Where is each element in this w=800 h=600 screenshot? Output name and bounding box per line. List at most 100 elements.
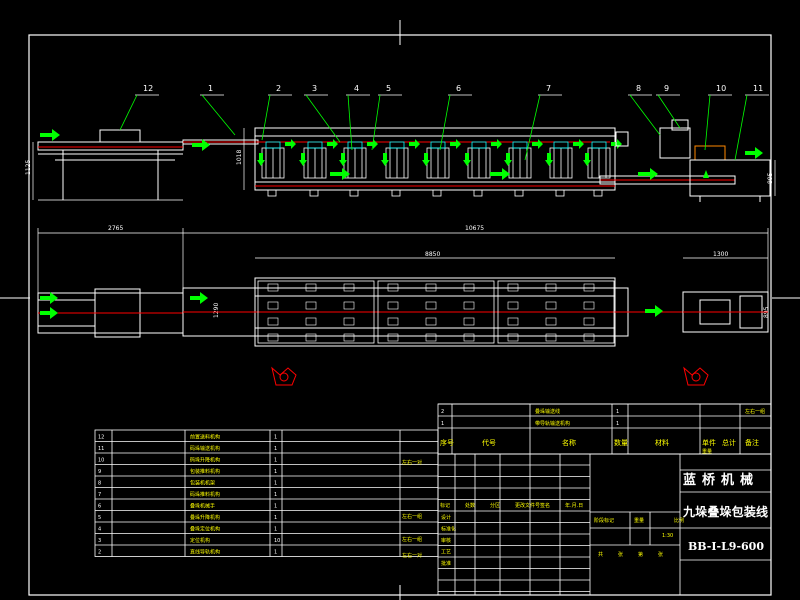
bom-row-name: 码垛推料机构 <box>190 491 220 498</box>
plan-gripper <box>545 283 557 292</box>
plan-gripper <box>343 333 355 342</box>
title-mark-label: 签名 <box>540 502 550 509</box>
balloon-label: 5 <box>386 84 391 93</box>
bom-header-cell: 备注 <box>745 438 759 447</box>
title-mark-label: 标记 <box>440 502 450 509</box>
plan-gripper <box>583 333 595 342</box>
plan-gripper <box>425 317 437 326</box>
plan-gripper <box>463 333 475 342</box>
bom-frame <box>94 429 439 557</box>
balloon-label: 4 <box>354 84 359 93</box>
flow-arrow <box>491 139 502 149</box>
bom-upper-qty: 1 <box>616 421 619 427</box>
part-balloon: 6 <box>439 84 472 151</box>
plan-gripper <box>583 283 595 292</box>
bom-row-qty: 1 <box>274 469 277 475</box>
plan-gripper <box>463 317 475 326</box>
plan-gripper <box>583 317 595 326</box>
plan-gripper <box>545 301 557 310</box>
bom-row-name: 包装推料机构 <box>190 468 220 475</box>
balloon-label: 10 <box>716 84 726 93</box>
plan-cell <box>497 280 615 344</box>
plan-gripper <box>425 301 437 310</box>
bom-upper-qty: 1 <box>616 409 619 415</box>
flow-arrows-plan <box>40 292 663 319</box>
stacker-module <box>545 139 584 197</box>
title-mark-label: 分区 <box>490 502 500 509</box>
flow-arrow <box>450 139 461 149</box>
part-balloon: 11 <box>734 84 769 161</box>
bom-row-no: 12 <box>98 435 104 441</box>
part-balloon: 8 <box>628 84 661 136</box>
stacker-module <box>381 139 420 197</box>
bom-note: 左右一对 <box>402 552 422 559</box>
stacker-module <box>257 139 296 197</box>
part-balloon: 4 <box>346 84 370 151</box>
stacker-modules <box>257 139 622 197</box>
dim-width-mid: 1290 <box>213 303 220 318</box>
bom-upper-no: 1 <box>441 421 444 427</box>
flow-arrow <box>573 139 584 149</box>
stacker-module <box>504 139 543 197</box>
infeed-conveyor <box>37 129 184 200</box>
bom-row-qty: 1 <box>274 492 277 498</box>
plan-gripper <box>267 301 279 310</box>
bom-row-qty: 1 <box>274 515 277 521</box>
plan-gripper <box>387 301 399 310</box>
part-balloon: 3 <box>304 84 341 143</box>
bom-header-weight: 重量 <box>702 448 712 455</box>
bom-note: 左右一组 <box>402 536 422 543</box>
plan-gripper <box>507 283 519 292</box>
title-stage-label: 重量 <box>634 517 644 524</box>
plan-gripper <box>267 333 279 342</box>
elevation-dims <box>32 128 776 201</box>
plan-infeed <box>37 288 184 338</box>
bom-row-no: 3 <box>98 538 101 544</box>
bom-upper-name: 叠垛输送线 <box>535 408 560 415</box>
part-balloon: 5 <box>371 84 402 151</box>
plan-gripper <box>305 333 317 342</box>
plan-gripper <box>545 317 557 326</box>
bom-row-qty: 1 <box>274 504 277 510</box>
flow-arrow <box>532 139 543 149</box>
title-role-label: 标准化 <box>441 526 456 533</box>
bom-row-name: 叠垛机械手 <box>190 503 215 510</box>
bom-row-no: 6 <box>98 504 101 510</box>
plan-gripper <box>425 283 437 292</box>
center-marks <box>0 20 800 600</box>
plan-packer <box>682 291 769 333</box>
plan-gripper <box>583 301 595 310</box>
title-block: 蓝桥机械 九垛叠垛包装线 BB-I-L9-600 1:30 <box>437 453 772 596</box>
plan-gripper <box>425 333 437 342</box>
plan-gripper <box>343 301 355 310</box>
title-role-label: 工艺 <box>441 550 451 556</box>
title-sheet-label: 第 <box>638 551 643 558</box>
bom-row-qty: 1 <box>274 446 277 452</box>
section-symbol-right <box>683 366 709 386</box>
plan-gripper <box>305 301 317 310</box>
title-sheet-label: 张 <box>658 551 663 558</box>
part-balloon: 1 <box>200 84 236 136</box>
title-role-label: 设计 <box>441 514 451 521</box>
part-balloon: 2 <box>261 84 292 141</box>
stacker-module <box>463 139 502 197</box>
plan-gripper <box>305 317 317 326</box>
balloon-label: 7 <box>546 84 551 93</box>
bom-row-name: 码垛升降机构 <box>190 457 220 464</box>
bom-row-name: 叠垛定位机构 <box>190 526 220 533</box>
part-balloon: 12 <box>119 84 159 131</box>
plan-gripper <box>507 333 519 342</box>
scale-value: 1:30 <box>662 533 673 539</box>
bom-row-no: 2 <box>98 550 101 556</box>
bom-row-no: 10 <box>98 458 104 464</box>
drawing-number: BB-I-L9-600 <box>688 540 764 553</box>
bom-row-name: 直线导轨机构 <box>190 549 220 556</box>
bom-upper-note: 左右一组 <box>745 408 765 415</box>
flow-arrow <box>409 139 420 149</box>
dim-len-b: 10675 <box>465 225 484 232</box>
bom-header-cell: 序号 <box>440 438 454 447</box>
plan-modules <box>257 280 615 344</box>
dim-height-mid: 1018 <box>236 150 243 165</box>
